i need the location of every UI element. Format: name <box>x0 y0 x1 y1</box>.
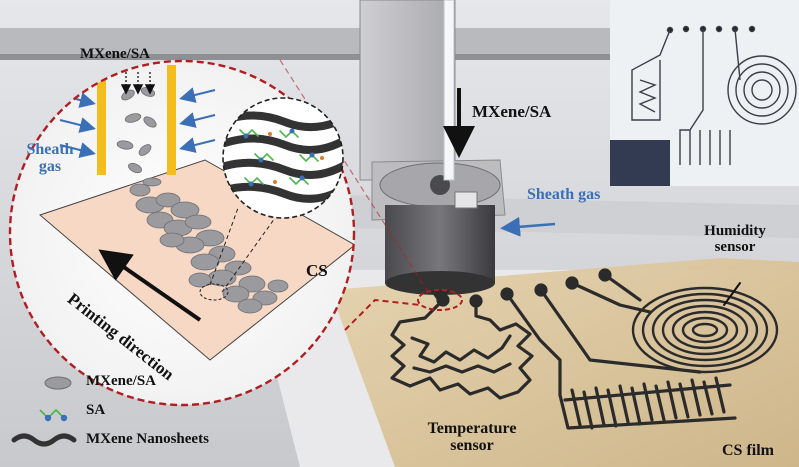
printed-device-photo <box>610 0 799 186</box>
humidity-comb-trace <box>563 376 732 427</box>
print-head <box>359 0 556 311</box>
legend-label-mxene-nanosheets: MXene Nanosheets <box>86 431 209 447</box>
label-humidity-sensor-text: Humidity sensor <box>704 223 766 255</box>
label-temperature-sensor-text: Temperature sensor <box>427 420 517 454</box>
feed-dotted-arrows <box>120 72 156 95</box>
printing-direction-arrow <box>98 249 202 322</box>
head-cylinder <box>385 205 495 283</box>
humidity-pointer <box>723 282 741 306</box>
label-mxene-sa-feed: MXene/SA <box>80 46 150 62</box>
nozzle-tip <box>430 290 450 300</box>
humidity-comb-trace <box>505 292 562 397</box>
label-mxene-sa-nozzle: MXene/SA <box>472 102 552 121</box>
deposited-particles <box>129 183 289 314</box>
label-humidity-sensor: Humidity sensor <box>695 223 775 256</box>
label-cs: CS <box>306 261 328 280</box>
feed-tube <box>443 0 455 181</box>
label-sheath-gas-left: Sheath gas <box>20 141 80 176</box>
humidity-spiral <box>631 286 779 374</box>
inset-connector <box>221 217 276 293</box>
temperature-sensor-trace <box>410 334 512 364</box>
sheath-bar-right <box>167 65 176 175</box>
zoom-connector <box>279 59 431 296</box>
sa-molecule-icon <box>39 408 68 422</box>
humidity-spiral-trace <box>570 281 652 314</box>
label-sheath-gas-right: Sheath gas <box>527 186 601 203</box>
inset-source-highlight <box>199 283 229 301</box>
temperature-sensor-trace <box>412 362 512 374</box>
nozzle-highlight <box>417 289 463 311</box>
mxene-sa-particle-icon <box>44 376 72 390</box>
humidity-spiral-trace <box>603 273 642 302</box>
label-temperature-sensor: Temperature sensor <box>412 420 532 455</box>
magnified-border <box>8 59 356 407</box>
nanosheet-inset <box>222 97 344 219</box>
temperature-sensor-trace <box>390 298 534 400</box>
sheath-gas-arrow <box>500 216 556 237</box>
head-cylinder-bottom <box>385 271 495 295</box>
humidity-comb-trace <box>539 288 702 374</box>
humidity-comb-trace <box>558 380 737 430</box>
mxene-nanosheet-icon <box>11 433 77 447</box>
label-sheath-gas-left-text: Sheath gas <box>26 141 74 175</box>
legend-label-sa: SA <box>86 402 106 418</box>
magnified-view <box>8 59 356 407</box>
legend-label-mxene-sa: MXene/SA <box>86 373 156 389</box>
sheath-bar-left <box>97 65 106 175</box>
sheath-port <box>454 191 478 209</box>
zoom-connector <box>344 298 421 331</box>
legend-icons <box>11 376 77 447</box>
printed-sensor-traces <box>390 268 779 430</box>
head-bracket <box>359 0 456 181</box>
label-cs-film: CS film <box>722 442 774 459</box>
